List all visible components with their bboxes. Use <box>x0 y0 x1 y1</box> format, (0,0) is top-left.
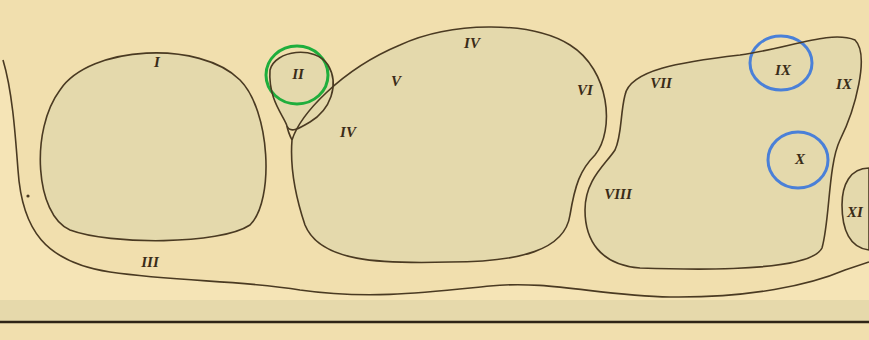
region-numeral: IX <box>836 77 852 92</box>
region-numeral: IV <box>340 125 356 140</box>
region-numeral: VIII <box>604 187 632 202</box>
region-border <box>292 27 607 263</box>
region-border <box>585 37 861 269</box>
region-numeral: I <box>154 55 160 70</box>
region-fill <box>585 37 861 269</box>
map-region: IV V IV VI <box>285 18 620 270</box>
region-border <box>270 52 333 130</box>
region-outline <box>25 35 280 255</box>
region-outline <box>580 28 869 276</box>
region-numeral: VII <box>650 76 672 91</box>
region-numeral: X <box>795 152 805 167</box>
region-numeral: IX <box>775 63 791 78</box>
region-border <box>842 168 869 250</box>
map-region: I <box>25 35 280 255</box>
region-outline <box>285 18 620 270</box>
region-numeral: II <box>292 67 304 82</box>
region-numeral: IV <box>464 36 480 51</box>
map-region: VII IX IX X VIII <box>580 28 869 276</box>
region-numeral: XI <box>847 205 863 220</box>
region-numeral: V <box>391 74 401 89</box>
region-fill <box>292 27 607 263</box>
base-rule <box>0 321 869 324</box>
lower-ground <box>0 300 869 322</box>
region-fill <box>842 168 869 250</box>
channel-numeral: III <box>141 255 159 270</box>
highlight-ring <box>750 36 812 90</box>
region-fill <box>40 53 266 241</box>
dot <box>26 194 29 197</box>
highlight-ring <box>266 46 328 104</box>
region-border <box>40 53 266 241</box>
highlight-ring <box>768 132 828 188</box>
region-numeral: VI <box>577 83 593 98</box>
map-region: XI <box>838 162 869 256</box>
